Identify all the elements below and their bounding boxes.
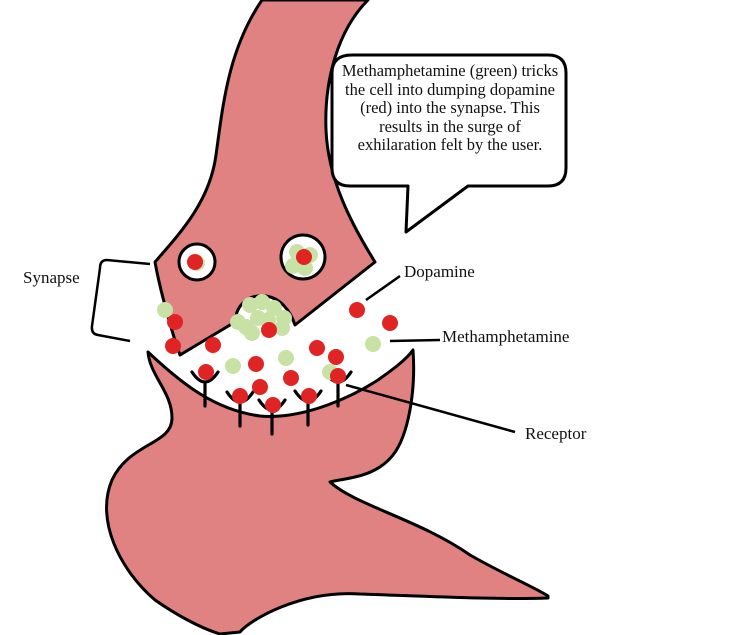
dopamine-pointer: [365, 274, 401, 302]
dopamine-molecule: [167, 314, 183, 330]
receptor: [190, 370, 220, 408]
dopamine-molecule: [330, 368, 346, 384]
dopamine-molecule: [382, 315, 398, 331]
methamphetamine-molecule: [242, 297, 258, 313]
dopamine-molecule: [248, 356, 264, 372]
dopamine-molecule: [265, 397, 281, 413]
dopamine-molecule: [349, 302, 365, 318]
dopamine-molecule: [252, 379, 268, 395]
dopamine-molecule: [187, 254, 203, 270]
dopamine-molecule: [296, 249, 312, 265]
dopamine-molecule: [198, 364, 214, 380]
methamphetamine-pointer: [389, 338, 441, 343]
receptor-pointer: [345, 383, 516, 434]
dopamine-molecule: [261, 322, 277, 338]
methamphetamine-molecule: [225, 358, 241, 374]
dopamine-molecule: [165, 338, 181, 354]
dopamine-label: Dopamine: [404, 262, 475, 281]
methamphetamine-molecule: [365, 336, 381, 352]
methamphetamine-molecule: [254, 294, 270, 310]
dopamine-molecule: [283, 370, 299, 386]
methamphetamine-molecule: [278, 350, 294, 366]
synapse-bracket: [90, 258, 151, 343]
methamphetamine-molecule: [274, 320, 290, 336]
methamphetamine-molecule: [285, 258, 301, 274]
dopamine-molecule: [301, 388, 317, 404]
postsynaptic-neuron: [105, 348, 550, 635]
receptor-label: Receptor: [525, 424, 587, 443]
dopamine-molecule: [232, 388, 248, 404]
dopamine-molecule: [309, 340, 325, 356]
dopamine-molecule: [328, 349, 344, 365]
callout-text: Methamphetamine (green) tricks the cell …: [341, 61, 559, 155]
methamphetamine-label: Methamphetamine: [442, 327, 570, 346]
methamphetamine-molecule: [266, 300, 282, 316]
methamphetamine-molecule: [157, 302, 173, 318]
dopamine-molecule: [205, 337, 221, 353]
callout-bubble: [330, 53, 568, 234]
methamphetamine-molecule: [244, 325, 260, 341]
synapse-label: Synapse: [23, 268, 80, 287]
particles: [157, 244, 398, 413]
